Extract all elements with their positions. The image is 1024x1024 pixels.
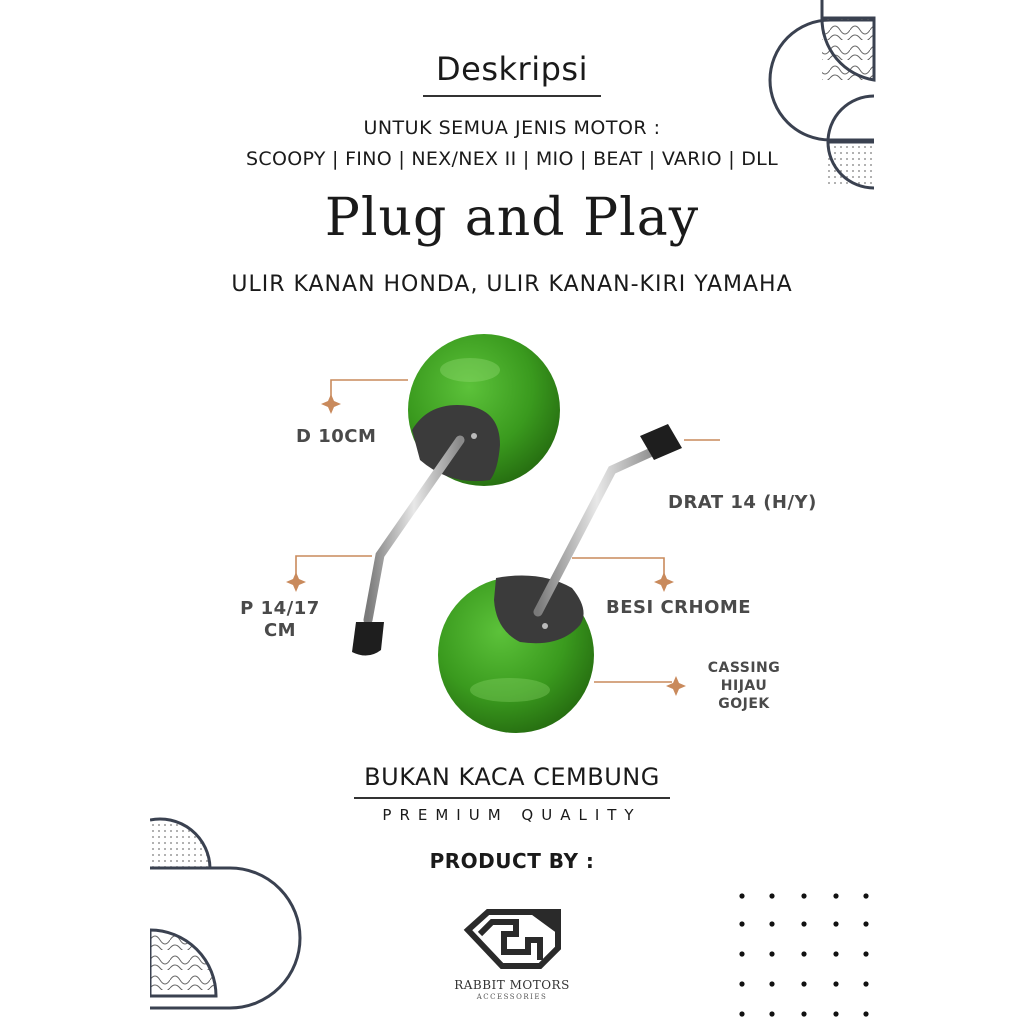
thread-note: ULIR KANAN HONDA, ULIR KANAN-KIRI YAMAHA <box>231 272 793 297</box>
product-by-label: PRODUCT BY : <box>429 849 595 873</box>
decor-arcs-bottom-left <box>150 817 302 1010</box>
spec-thread: DRAT 14 (H/Y) <box>668 492 817 513</box>
spec-casing-line1: CASSING <box>707 660 781 676</box>
spec-casing-line3: GOJEK <box>718 696 770 712</box>
glass-note-underline <box>354 797 670 799</box>
headline: Plug and Play <box>324 188 700 248</box>
brand-logo-icon <box>463 909 561 969</box>
quality-tagline: PREMIUM QUALITY <box>382 806 642 824</box>
spec-casing-line2: HIJAU <box>720 678 768 694</box>
brand-name: RABBIT MOTORS <box>454 978 570 992</box>
compat-list: SCOOPY | FINO | NEX/NEX II | MIO | BEAT … <box>246 148 778 170</box>
spec-material: BESI CRHOME <box>606 597 752 618</box>
mirror-right <box>438 424 682 733</box>
mirror-left <box>352 334 560 656</box>
title-underline <box>423 95 601 97</box>
glass-note: BUKAN KACA CEMBUNG <box>364 763 660 791</box>
spec-diameter: D 10CM <box>296 426 377 447</box>
page-title: Deskripsi <box>436 50 588 88</box>
compat-heading: UNTUK SEMUA JENIS MOTOR : <box>363 117 661 139</box>
spec-casing: CASSING HIJAU GOJEK <box>696 659 792 713</box>
spec-length-line1: P 14/17 <box>240 598 320 619</box>
brand-subtitle: ACCESSORIES <box>476 993 548 1001</box>
decor-arcs-top-right <box>768 0 876 190</box>
spec-length: P 14/17 CM <box>240 598 320 642</box>
decor-dot-grid <box>739 893 869 1017</box>
mirror-illustration <box>286 334 720 733</box>
spec-length-line2: CM <box>263 620 297 641</box>
